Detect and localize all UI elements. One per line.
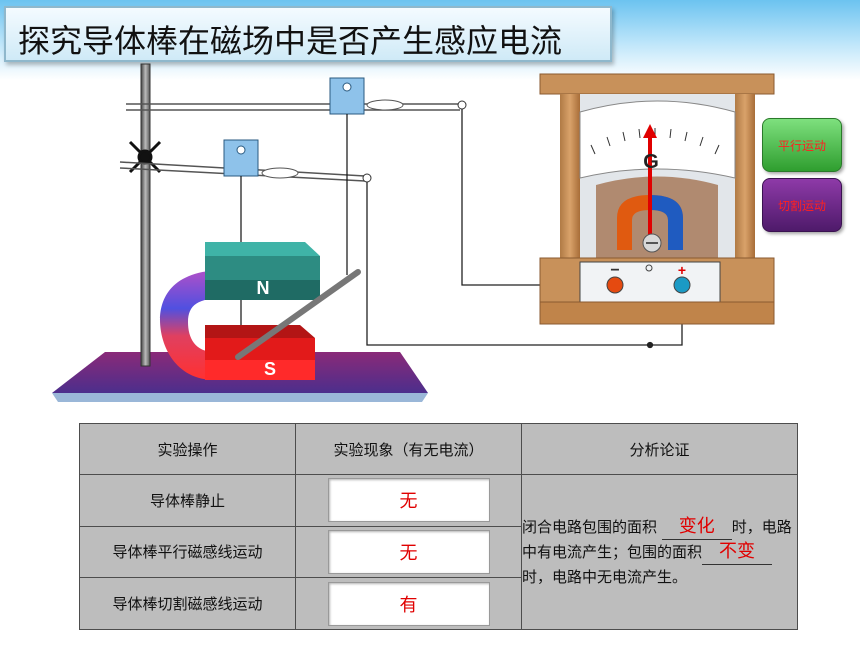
table-row: 导体棒平行磁感线运动 无 [79,525,798,579]
table-row: 导体棒静止 无 闭合电路包围的面积 变化时，电路中有电流产生；包围的面积不变时，… [79,474,798,630]
stand-rod [140,63,151,367]
header-analysis: 分析论证 [521,423,798,475]
analysis-cell: 闭合电路包围的面积 变化时，电路中有电流产生；包围的面积不变时，电路中无电流产生… [521,474,798,630]
operation-cell: 导体棒静止 [79,474,296,527]
table-row: 导体棒切割磁感线运动 有 [79,577,798,630]
experiment-illustration: N S [52,63,775,402]
header-phenomenon: 实验现象（有无电流） [295,423,522,475]
analysis-answer-2[interactable]: 不变 [702,540,773,565]
operation-cell: 导体棒切割磁感线运动 [79,577,296,630]
page-title: 探究导体棒在磁场中是否产生感应电流 [18,22,563,60]
phenomenon-cell: 有 [295,577,522,630]
south-pole-label: S [264,359,276,379]
phenomenon-answer[interactable]: 有 [327,581,490,626]
phenomenon-answer[interactable]: 无 [327,529,490,574]
analysis-text-3: 时，电路中无电流产生。 [522,568,688,586]
phenomenon-answer[interactable]: 无 [327,478,490,523]
analysis-text-1: 闭合电路包围的面积 [522,518,658,536]
galvanometer-label: G [643,151,659,173]
table-header-row: 实验操作 实验现象（有无电流） 分析论证 [79,423,798,475]
clip-upper [329,77,365,115]
phenomenon-cell: 无 [295,525,522,579]
header-operation: 实验操作 [79,423,296,475]
analysis-answer-1[interactable]: 变化 [661,515,732,540]
operation-cell: 导体棒平行磁感线运动 [79,525,296,579]
north-pole-label: N [257,278,270,298]
terminal-minus-label: − [610,262,619,279]
analysis-text-2: 时，电路中有电流产生；包围的面积 [522,518,792,561]
title-banner: 探究导体棒在磁场中是否产生感应电流 [4,6,612,62]
experiment-table: 实验操作 实验现象（有无电流） 分析论证 导体棒静止 无 闭合电路包围的面积 变… [79,423,798,630]
clip-lower [223,139,259,177]
conductor-rod[interactable] [235,269,361,360]
cutting-motion-button[interactable]: 切割运动 [762,178,842,232]
terminal-plus-label: + [678,262,686,278]
galvanometer [539,73,775,325]
parallel-motion-button[interactable]: 平行运动 [762,118,842,172]
phenomenon-cell: 无 [295,474,522,527]
horseshoe-magnet [160,242,320,380]
upper-rod [126,99,467,111]
